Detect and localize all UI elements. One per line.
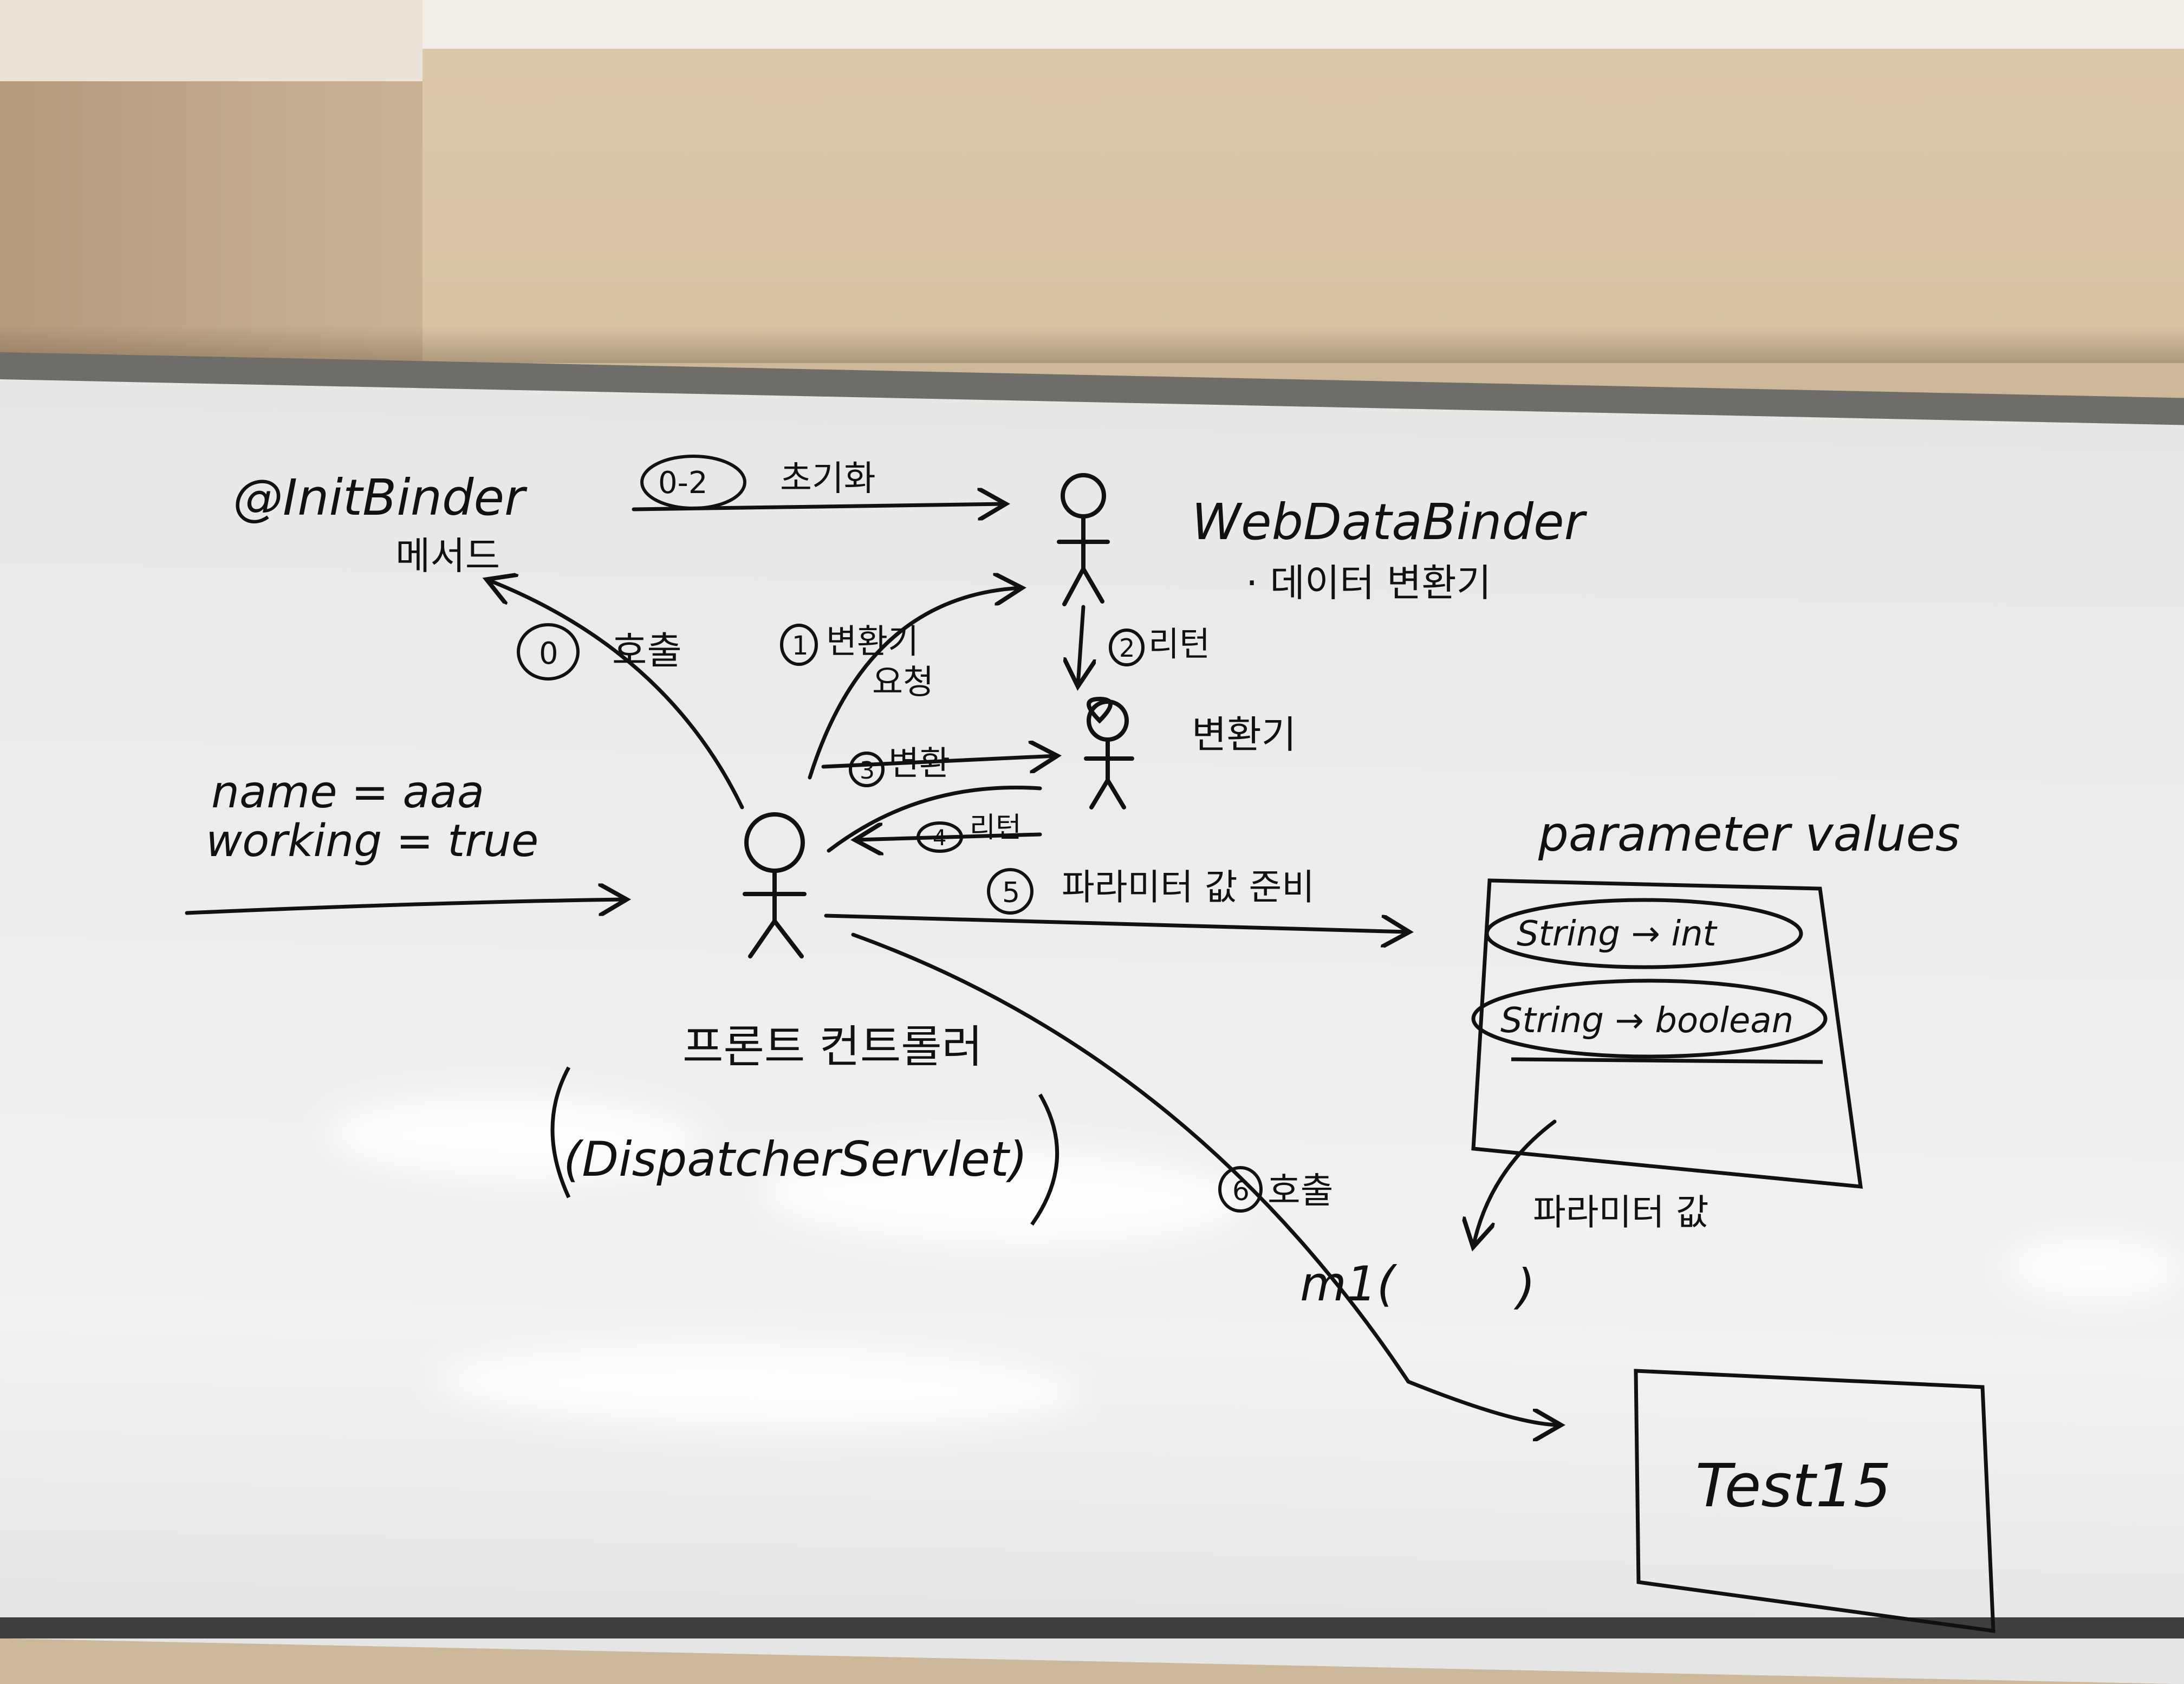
step-02-num: 0-2	[658, 465, 707, 501]
arrow-step1	[808, 588, 1021, 780]
test15-box	[1634, 1369, 1995, 1634]
arrow-step2	[1078, 605, 1083, 685]
step-6-label: 호출	[1268, 1170, 1333, 1212]
webdatabinder-desc: · 데이터 변환기	[1246, 561, 1491, 605]
request-param-working: working = true	[206, 815, 538, 867]
converter-label: 변환기	[1192, 713, 1296, 757]
step-02-circle	[640, 455, 746, 510]
step-5-circle	[987, 868, 1034, 915]
step-2-circle	[1109, 629, 1145, 666]
step-4-label: 리턴	[970, 812, 1022, 844]
dispatcher-close-paren	[1030, 1093, 1060, 1226]
step-3-num: 3	[860, 757, 875, 785]
parameter-values-title: parameter values	[1538, 806, 1960, 862]
converter-figure	[1084, 696, 1134, 809]
dispatcher-open-paren	[550, 1066, 571, 1199]
step-0-label: 호출	[612, 629, 682, 673]
wall-panel	[422, 49, 2184, 363]
arrow-step0	[487, 580, 744, 809]
step-1-circle	[780, 624, 818, 666]
wall-shadow	[0, 325, 2184, 363]
request-param-name: name = aaa	[211, 767, 484, 818]
step-2-num: 2	[1119, 633, 1135, 663]
step-0-num: 0	[539, 636, 558, 671]
param-item-2: String → boolean	[1500, 1001, 1793, 1041]
initbinder-label: @InitBinder	[233, 469, 528, 527]
front-controller-label: 프론트 컨트롤러	[682, 1021, 983, 1073]
step-4-circle	[916, 821, 963, 853]
arrow-step6	[851, 932, 1560, 1425]
step-1-num: 1	[792, 631, 809, 661]
step-1-label2: 요청	[872, 662, 934, 702]
arrow-param-value	[1473, 1119, 1557, 1246]
arrow-step3b	[827, 785, 1042, 853]
param-item-1: String → int	[1517, 914, 1718, 954]
arrow-request-in	[185, 899, 626, 913]
dispatcher-servlet-label: (DispatcherServlet)	[563, 1131, 1028, 1187]
step-circles	[517, 455, 1263, 1213]
step-1-label: 변환기	[826, 621, 919, 661]
test15-label: Test15	[1695, 1451, 1891, 1520]
step-4-num: 4	[933, 826, 946, 851]
step-02-label: 초기화	[780, 459, 876, 499]
step-3-circle	[849, 752, 885, 787]
step-6-num: 6	[1232, 1175, 1250, 1207]
front-controller-figure	[743, 812, 807, 958]
arrow-step5	[824, 914, 1408, 932]
parameter-values-box	[1471, 878, 1863, 1189]
param-item-1-oval	[1485, 898, 1803, 969]
arrow-step4	[856, 834, 1042, 840]
step-3-label: 변환	[888, 743, 950, 783]
initbinder-sub-label: 메서드	[395, 534, 500, 578]
step-2-label: 리턴	[1148, 624, 1210, 664]
method-call-label: m1(	[1300, 1256, 1398, 1312]
param-item-2-oval	[1471, 979, 1828, 1059]
param-value-label: 파라미터 값	[1533, 1191, 1709, 1233]
step-6-circle	[1218, 1166, 1263, 1213]
webdatabinder-figure	[1057, 473, 1110, 606]
method-call-close: )	[1513, 1259, 1535, 1314]
step-5-num: 5	[1002, 877, 1020, 909]
step-5-label: 파라미터 값 준비	[1062, 866, 1315, 908]
webdatabinder-label: WebDataBinder	[1192, 493, 1588, 551]
arrow-step3	[821, 756, 1056, 767]
board-bottom-edge	[0, 1617, 2184, 1638]
step-0-circle	[517, 623, 580, 681]
diagram-ink: @InitBinder 메서드 WebDataBinder · 데이터 변환기 …	[185, 455, 1995, 1634]
